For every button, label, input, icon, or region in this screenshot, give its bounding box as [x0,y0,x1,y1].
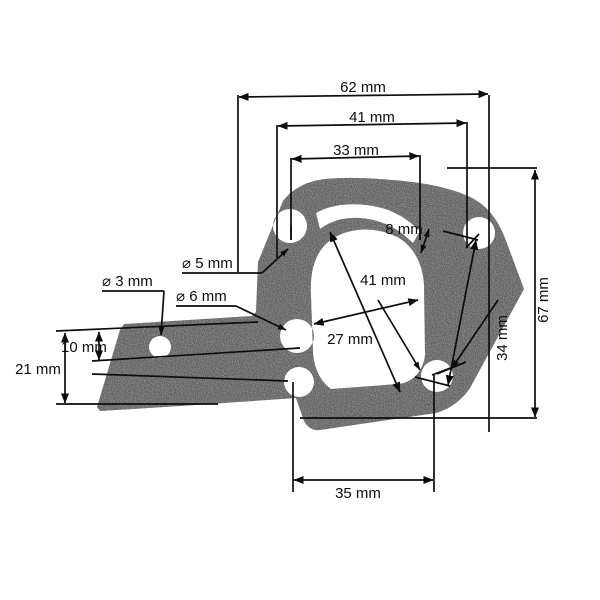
label-67mm: 67 mm [535,277,552,323]
dimension-lines [55,90,540,492]
label-33mm: 33 mm [333,142,379,159]
label-34mm: 34 mm [494,315,511,361]
label-8mm: 8 mm [385,221,423,238]
label-diameter-6mm: ⌀ 6 mm [176,288,227,305]
leader-dia3-arrow [158,290,165,336]
leader-dia5-right [465,233,480,249]
label-27mm: 27 mm [327,331,373,348]
dim-62 [238,90,489,101]
ext-34-bot [414,376,451,387]
label-21mm: 21 mm [15,361,61,378]
gasket-body-outline [97,177,524,431]
label-35mm: 35 mm [335,485,381,502]
leader-dia6-arrow [235,305,287,331]
ext-34-top [442,230,479,241]
leader-bottom-mid-arrow [377,299,421,371]
label-10mm: 10 mm [61,339,107,356]
label-diameter-5mm: ⌀ 5 mm [182,255,233,272]
gasket-part [97,177,524,431]
dim-33 [291,152,420,163]
label-diameter-3mm: ⌀ 3 mm [102,273,153,290]
ext-21-top [55,321,259,332]
dim-41-top [277,119,467,130]
leader-bottom-right-arrow [451,299,499,369]
dim-8 [420,228,430,254]
leader-dia6-lower [91,373,289,382]
dim-27 [313,298,419,326]
dimension-labels: 62 mm 41 mm 33 mm 67 mm 34 mm 35 mm 21 m… [15,79,552,502]
label-62mm: 62 mm [340,79,386,96]
ext-10-bot [91,347,301,362]
leader-dia5-arrow [261,248,289,274]
label-41mm-bore: 41 mm [360,272,406,289]
leader-hole-lowerright2 [436,361,467,375]
label-41mm-top: 41 mm [349,109,395,126]
